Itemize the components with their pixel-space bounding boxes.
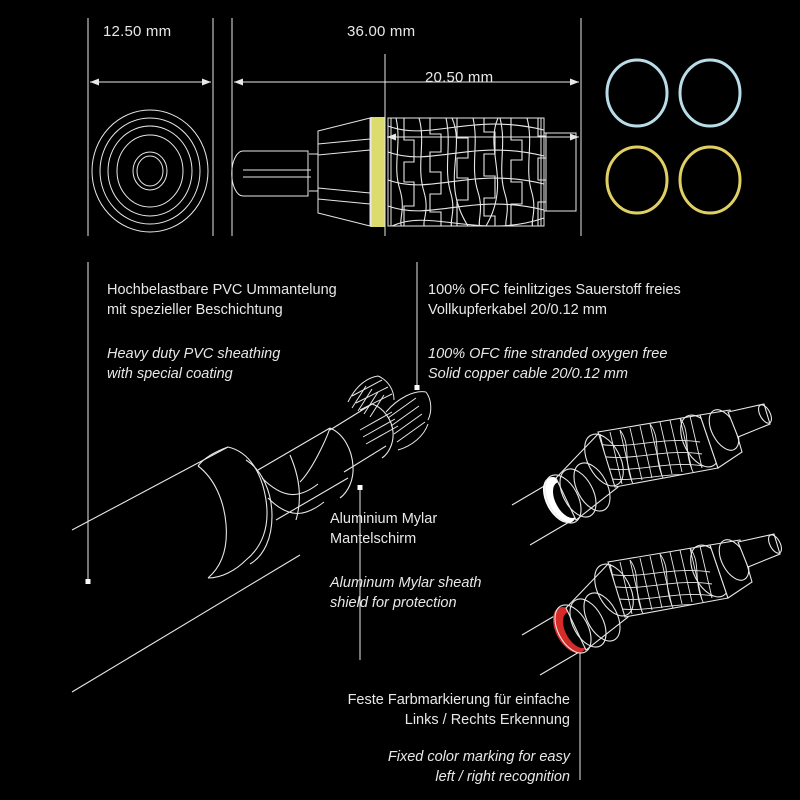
callout-mylar-en-line1: Aluminum Mylar sheath <box>330 575 482 591</box>
callout-colormark-de-line1: Feste Farbmarkierung für einfache <box>347 692 570 708</box>
yellow-marker-band <box>371 117 385 227</box>
dim-line-12-50 <box>90 78 211 86</box>
connector-collar <box>309 117 371 227</box>
callout-pvc-de-line2: mit spezieller Beschichtung <box>107 302 283 318</box>
callout-colormark-en-line1: Fixed color marking for easy <box>387 749 570 765</box>
callout-ofc-de-line1: 100% OFC feinlitziges Sauerstoff freies <box>428 282 681 298</box>
callout-pvc-de-line1: Hochbelastbare PVC Ummantelung <box>107 282 337 298</box>
connector-rear-cap <box>544 132 577 212</box>
cable-cutaway-illustration <box>71 375 432 693</box>
ring-yellow-left <box>605 145 669 215</box>
rca-connector-left-channel <box>511 403 772 546</box>
dim-line-36-00 <box>234 78 579 86</box>
rca-connector-right-channel <box>521 533 782 676</box>
callout-ofc-de-line2: Vollkupferkabel 20/0.12 mm <box>428 302 607 318</box>
dot-ofc <box>414 385 420 390</box>
callout-colormark-en-line2: left / right recognition <box>435 769 570 785</box>
color-ring-set <box>605 58 742 215</box>
dimension-label-20-50: 20.50 mm <box>425 69 494 86</box>
callout-mylar-de-line1: Aluminium Mylar <box>330 511 438 527</box>
callout-pvc-en-line1: Heavy duty PVC sheathing <box>107 346 281 362</box>
callout-ofc-en-line2: Solid copper cable 20/0.12 mm <box>428 366 628 382</box>
callout-colormark-de-line2: Links / Rechts Erkennung <box>404 712 570 728</box>
connector-knurled-barrel <box>387 117 546 227</box>
callout-mylar-en-line2: shield for protection <box>330 595 457 611</box>
callout-pvc-en-line2: with special coating <box>107 366 233 382</box>
dot-mylar <box>357 485 363 490</box>
dimension-label-12-50: 12.50 mm <box>103 23 172 40</box>
ring-blue-left <box>605 58 669 128</box>
dot-pvc <box>85 579 91 584</box>
callout-leader-lines <box>87 262 581 780</box>
dim-line-20-50 <box>387 133 579 141</box>
dimension-label-36-00: 36.00 mm <box>347 23 416 40</box>
callout-mylar-de-line2: Mantelschirm <box>330 531 417 547</box>
callout-ofc-en-line1: 100% OFC fine stranded oxygen free <box>428 346 668 362</box>
connector-center-pin <box>231 150 311 197</box>
connector-front-view <box>91 109 209 233</box>
ring-yellow-right <box>678 145 742 215</box>
ring-blue-right <box>678 58 742 128</box>
